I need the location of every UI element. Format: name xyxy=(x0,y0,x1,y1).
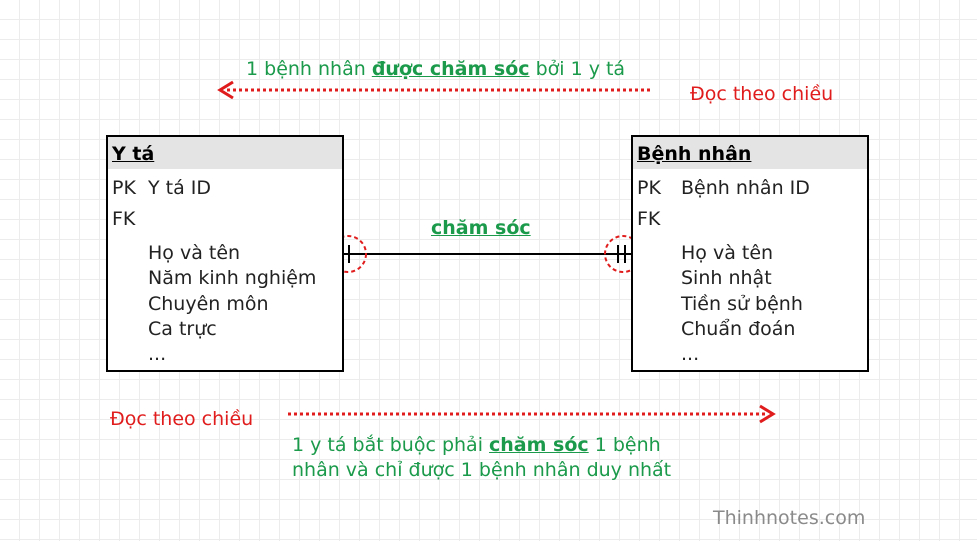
relationship-label: chăm sóc xyxy=(431,217,531,239)
bottom-caption: 1 y tá bắt buộc phải chăm sóc 1 bệnh nhâ… xyxy=(292,433,671,483)
top-caption-pre: 1 bệnh nhân xyxy=(246,58,372,80)
nurse-pk-attribute: Y tá ID xyxy=(148,177,212,199)
entity-patient-title: Bệnh nhân xyxy=(633,137,867,169)
top-direction-arrow xyxy=(217,80,650,100)
entity-patient[interactable]: Bệnh nhân PK Bệnh nhân ID FK Họ và tên S… xyxy=(631,135,869,372)
top-read-direction-note: Đọc theo chiều xyxy=(690,83,834,105)
top-caption-post: bởi 1 y tá xyxy=(529,58,626,80)
entity-nurse[interactable]: Y tá PK Y tá ID FK Họ và tên Năm kinh ng… xyxy=(106,135,344,372)
top-caption: 1 bệnh nhân được chăm sóc bởi 1 y tá xyxy=(246,58,625,80)
entity-nurse-title: Y tá xyxy=(108,137,342,169)
bottom-caption-line2: nhân và chỉ được 1 bệnh nhân duy nhất xyxy=(292,459,672,481)
nurse-attribute: Chuyên môn xyxy=(148,293,269,315)
patient-attribute: ... xyxy=(681,343,700,365)
nurse-attribute: Năm kinh nghiệm xyxy=(148,267,317,289)
nurse-attribute: Họ và tên xyxy=(148,242,241,264)
nurse-attribute: Ca trực xyxy=(148,318,217,340)
watermark: Thinhnotes.com xyxy=(713,507,866,529)
patient-attribute: Chuẩn đoán xyxy=(681,318,796,340)
patient-attribute: Họ và tên xyxy=(681,242,774,264)
patient-fk-label: FK xyxy=(637,208,661,230)
nurse-pk-label: PK xyxy=(112,177,136,199)
bottom-read-direction-note: Đọc theo chiều xyxy=(110,408,254,430)
bottom-caption-post: 1 bệnh xyxy=(588,434,661,456)
patient-pk-label: PK xyxy=(637,177,661,199)
bottom-caption-pre: 1 y tá bắt buộc phải xyxy=(292,434,490,456)
patient-attribute: Tiền sử bệnh xyxy=(681,293,803,315)
nurse-attribute: ... xyxy=(148,343,167,365)
top-caption-emphasis: được chăm sóc xyxy=(371,58,530,80)
patient-attribute: Sinh nhật xyxy=(681,267,772,289)
nurse-fk-label: FK xyxy=(112,208,136,230)
patient-pk-attribute: Bệnh nhân ID xyxy=(681,177,810,199)
bottom-direction-arrow xyxy=(288,404,776,424)
bottom-caption-emphasis: chăm sóc xyxy=(489,434,589,456)
bottom-caption-line1: 1 y tá bắt buộc phải chăm sóc 1 bệnh xyxy=(292,433,671,458)
